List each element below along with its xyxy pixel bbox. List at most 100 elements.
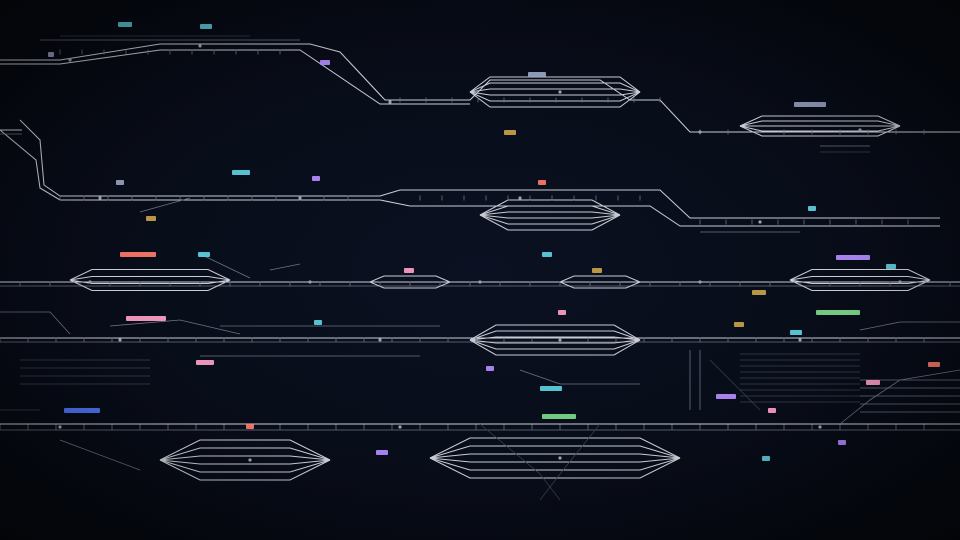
station-bottom-centre [429,457,681,471]
station-mid-upper [479,214,621,219]
station-top-right [739,120,901,127]
signal-marker [198,44,202,48]
track-segment [59,439,141,471]
station-mid-upper [479,211,621,216]
berth-label [540,386,562,391]
signal-marker [898,280,902,284]
station-bottom-left [159,447,331,461]
berth-label [320,60,330,65]
berth-label [118,22,132,27]
signal-marker [308,280,312,284]
berth-label [504,130,516,135]
station-bottom-centre [429,457,681,479]
signal-marker [558,456,562,460]
track-segment [139,197,191,213]
berth-label [762,456,770,461]
signal-marker [798,338,802,342]
track-route [19,119,940,219]
station-mid-4 [469,339,641,356]
berth-label [232,170,250,175]
signal-marker [58,425,62,429]
station-mid-upper [479,199,621,216]
berth-label [116,180,124,185]
station-top-right [739,125,901,137]
berth-label [808,206,816,211]
berth-label [734,322,744,327]
track-route [0,311,71,335]
berth-label [866,380,880,385]
station-left-3 [69,275,231,281]
track-route [0,129,940,227]
berth-label [838,440,846,445]
signal-marker [758,220,762,224]
station-bottom-left [159,439,331,461]
station-top-centre [469,82,641,93]
berth-label [538,180,546,185]
station-mid-4 [469,330,641,341]
station-bottom-left [159,455,331,461]
station-centre-3 [559,275,641,283]
signal-marker [818,425,822,429]
track-segment [709,359,761,411]
track-route [109,319,241,335]
berth-label [836,255,870,260]
station-top-centre [469,88,641,93]
signal-marker [248,458,252,462]
station-bottom-centre [429,437,681,459]
station-bottom-centre [429,453,681,459]
station-left-3 [69,268,231,281]
track-route [839,369,960,425]
berth-label [198,252,210,257]
berth-label [542,414,576,419]
berth-label [790,330,802,335]
berth-label [404,268,414,273]
berth-label [246,424,254,429]
track-route [859,321,960,331]
track-route [479,423,561,501]
signal-marker [68,58,72,62]
berth-label [64,408,100,413]
berth-label [928,362,940,367]
station-mid-upper [479,214,621,225]
station-centre-3 [559,281,641,289]
berth-label [376,450,388,455]
station-top-right [739,115,901,127]
signal-marker [518,196,522,200]
berth-label [146,216,156,221]
station-top-right [739,125,901,132]
station-bottom-centre [429,457,681,463]
berth-label [816,310,860,315]
station-top-centre [469,91,641,102]
track-segment [269,263,301,271]
station-mid-upper [479,214,621,231]
signal-marker [88,280,92,284]
berth-label [126,316,166,321]
station-bottom-left [159,459,331,465]
signal-marker [378,338,382,342]
signal-marker [698,280,702,284]
station-left-3 [69,279,231,292]
station-mid-4 [469,336,641,341]
station-top-centre [469,76,641,93]
signal-marker [388,100,392,104]
berth-label [794,102,826,107]
signal-marker [478,280,482,284]
station-top-centre [469,91,641,96]
signal-marker [698,130,702,134]
station-mid-3 [369,275,451,283]
signal-marker [118,338,122,342]
berth-label [752,290,766,295]
track-route [519,369,640,385]
station-mid-3 [369,281,451,289]
berth-label [312,176,320,181]
berth-label [196,360,214,365]
station-bottom-left [159,459,331,481]
berth-label [200,24,212,29]
berth-label [592,268,602,273]
signal-marker [98,196,102,200]
station-right-3 [789,275,931,281]
berth-label [768,408,776,413]
station-mid-4 [469,324,641,341]
station-top-centre [469,91,641,108]
